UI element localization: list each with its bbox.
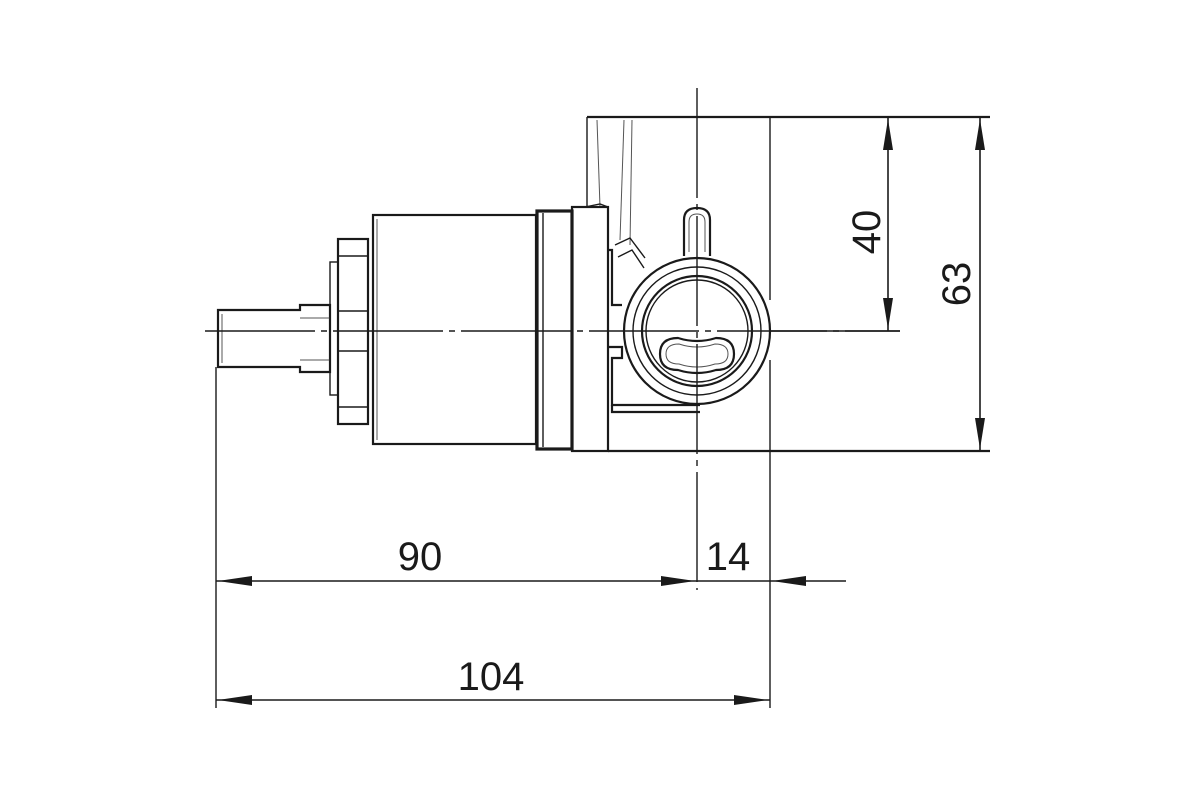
dimension-label-63: 63 [935, 262, 979, 307]
dimension-40 [770, 117, 900, 332]
dimension-label-90: 90 [398, 535, 443, 579]
dimension-label-14: 14 [706, 535, 751, 579]
dimension-label-104: 104 [458, 655, 525, 699]
cartridge-body [371, 213, 538, 446]
dimension-63 [975, 117, 985, 451]
housing-outline [586, 115, 990, 708]
flange-ring [535, 203, 610, 453]
center-lines [205, 88, 900, 590]
dimension-label-40: 40 [845, 210, 889, 255]
spindle-stem [216, 303, 332, 374]
outlet-connector [608, 206, 772, 414]
dimension-90-14 [215, 367, 846, 708]
dimension-104 [216, 695, 770, 705]
